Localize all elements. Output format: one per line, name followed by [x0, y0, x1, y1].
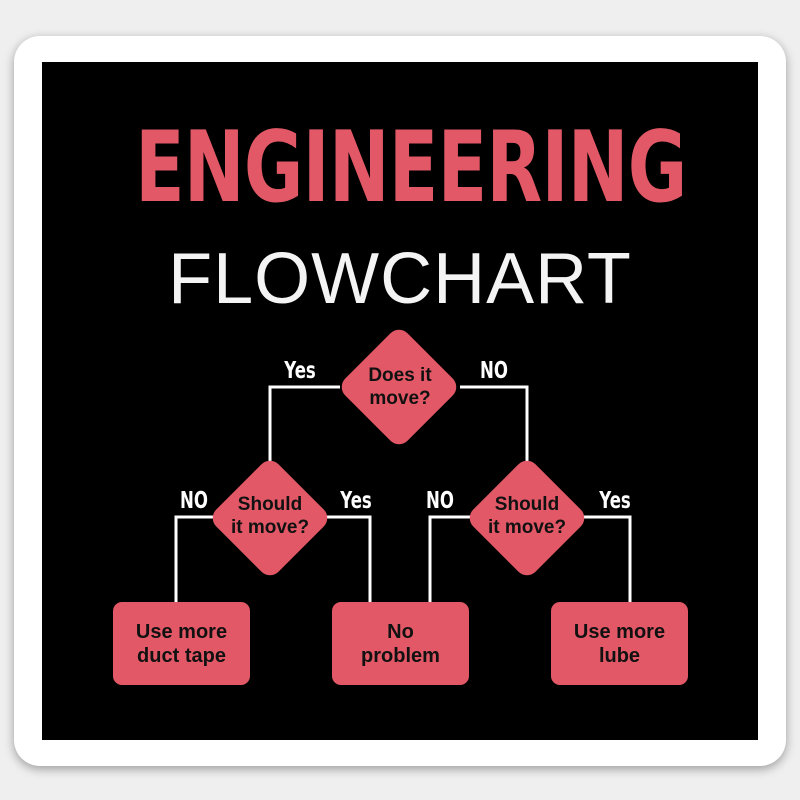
edge-right-no — [428, 515, 470, 602]
root-line2: move? — [369, 388, 431, 409]
outcome-lube: Use more lube — [551, 602, 688, 685]
left-line1: Should — [237, 494, 303, 515]
outcome-3-line2: lube — [598, 644, 641, 667]
subtitle: FLOWCHART — [168, 239, 632, 319]
label-root-yes: Yes — [284, 358, 316, 384]
outcome-no-problem: No problem — [332, 602, 469, 685]
root-line1: Does it — [368, 365, 432, 386]
label-left-no: NO — [180, 488, 208, 514]
right-line2: it move? — [487, 517, 567, 538]
label-right-no: NO — [426, 488, 454, 514]
outcome-1-line1: Use more — [135, 620, 228, 643]
right-decision-text: Should it move? — [462, 493, 592, 539]
outcome-duct-tape: Use more duct tape — [113, 602, 250, 685]
root-decision-text: Does it move? — [340, 364, 460, 410]
outcome-3-line1: Use more — [573, 620, 666, 643]
edge-root-yes — [268, 385, 340, 462]
edge-root-no — [460, 385, 529, 462]
left-decision-text: Should it move? — [205, 493, 335, 539]
label-right-yes: Yes — [599, 488, 631, 514]
edge-left-yes — [326, 515, 372, 602]
label-left-yes: Yes — [340, 488, 372, 514]
right-line1: Should — [494, 494, 560, 515]
label-root-no: NO — [480, 358, 508, 384]
left-line2: it move? — [230, 517, 310, 538]
edge-right-yes — [584, 515, 632, 602]
title: ENGINEERING — [135, 111, 687, 225]
edge-left-no — [174, 515, 214, 602]
outcome-2-line2: problem — [361, 644, 440, 667]
outcome-2-line1: No — [387, 620, 414, 643]
outcome-1-line2: duct tape — [137, 644, 226, 667]
